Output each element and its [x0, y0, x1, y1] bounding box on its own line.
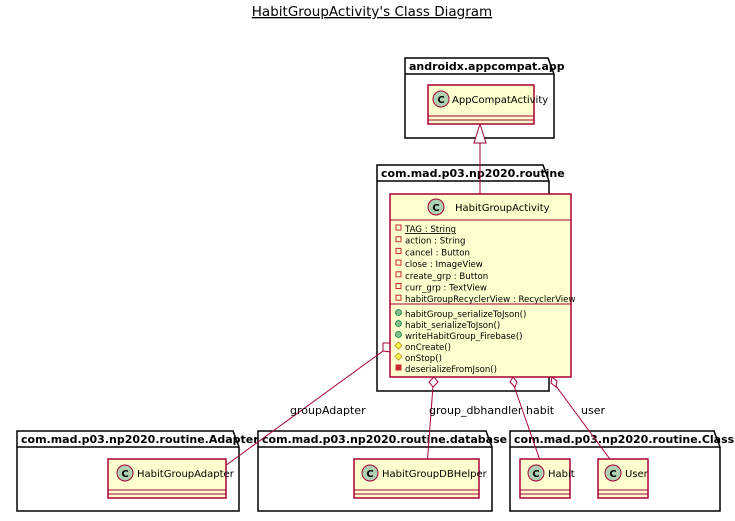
- package-label: androidx.appcompat.app: [409, 60, 565, 73]
- field-text: habitGroupRecyclerView : RecyclerView: [405, 295, 575, 305]
- field-row: habitGroupRecyclerView : RecyclerView: [395, 294, 575, 305]
- class-habit-group-db-helper: C HabitGroupDBHelper: [353, 458, 488, 499]
- class-stereotype: C: [609, 469, 616, 480]
- package-label: com.mad.p03.np2020.routine: [381, 167, 565, 180]
- field-text: curr_grp : TextView: [405, 284, 487, 294]
- private-visibility-icon: [395, 271, 402, 278]
- class-habit-group-adapter: C HabitGroupAdapter: [107, 458, 235, 499]
- class-habit: C Habit: [519, 458, 575, 499]
- class-icon: [527, 464, 545, 482]
- method-row: onStop(): [394, 352, 442, 364]
- protected-visibility-icon: [394, 341, 403, 350]
- private-visibility-icon: [395, 224, 402, 231]
- relation-label: groupAdapter: [290, 404, 366, 417]
- class-name: HabitGroupActivity: [455, 203, 550, 214]
- private-visibility-icon: [395, 259, 402, 266]
- private-visibility-icon: [395, 236, 402, 243]
- field-row: create_grp : Button: [395, 271, 488, 282]
- class-name: User: [625, 469, 649, 480]
- aggregation-edge-user: user: [550, 376, 616, 467]
- class-icon: [361, 464, 379, 482]
- class-stereotype: C: [366, 469, 373, 480]
- public-visibility-icon: [395, 309, 402, 316]
- class-appcompat-activity: C AppCompatActivity: [427, 84, 548, 125]
- method-row: habit_serializeToJson(): [395, 320, 500, 331]
- aggregation-edge-group-adapter: groupAdapter: [224, 342, 392, 467]
- class-methods: habitGroup_serializeToJson()habit_serial…: [394, 309, 526, 375]
- package-label: com.mad.p03.np2020.routine.Adapter: [21, 433, 259, 446]
- aggregation-edge-group-dbhandler: group_dbhandler: [426, 376, 523, 467]
- diagram-title: HabitGroupActivity's Class Diagram: [252, 4, 492, 20]
- method-text: habitGroup_serializeToJson(): [405, 310, 526, 320]
- method-text: habit_serializeToJson(): [405, 321, 500, 331]
- private-visibility-icon: [395, 247, 402, 254]
- package-label: com.mad.p03.np2020.routine.database: [262, 433, 507, 446]
- field-text: create_grp : Button: [405, 272, 488, 282]
- method-row: writeHabitGroup_Firebase(): [395, 331, 523, 342]
- inheritance-edge: [473, 122, 487, 194]
- method-text: onStop(): [405, 354, 442, 364]
- class-name: HabitGroupAdapter: [137, 469, 235, 480]
- method-row: onCreate(): [394, 341, 451, 353]
- package-label: com.mad.p03.np2020.routine.Class: [514, 433, 735, 446]
- field-row: action : String: [395, 236, 465, 247]
- class-icon: [427, 198, 445, 216]
- class-stereotype: C: [432, 203, 439, 214]
- class-stereotype: C: [437, 95, 444, 106]
- class-icon: [604, 464, 622, 482]
- class-name: HabitGroupDBHelper: [382, 469, 488, 480]
- method-text: deserializeFromJson(): [405, 365, 497, 375]
- relation-label: group_dbhandler: [429, 404, 523, 417]
- class-habit-group-activity: C HabitGroupActivity TAG : String action …: [389, 193, 575, 378]
- class-stereotype: C: [532, 469, 539, 480]
- class-icon: [116, 464, 134, 482]
- class-icon: [432, 90, 450, 108]
- field-text: cancel : Button: [405, 248, 470, 258]
- private-visibility-icon: [395, 294, 402, 301]
- method-text: onCreate(): [405, 343, 451, 353]
- field-row: cancel : Button: [395, 247, 470, 258]
- private-visibility-icon: [395, 283, 402, 289]
- field-text: close : ImageView: [405, 260, 483, 270]
- field-row: close : ImageView: [395, 259, 483, 270]
- class-name: Habit: [548, 469, 575, 480]
- method-row: deserializeFromJson(): [395, 364, 497, 375]
- protected-visibility-icon: [394, 352, 403, 361]
- public-visibility-icon: [395, 320, 402, 327]
- aggregation-edge-habit: habit: [509, 376, 555, 467]
- relation-label: habit: [526, 404, 555, 417]
- field-row: curr_grp : TextView: [395, 283, 487, 294]
- method-text: writeHabitGroup_Firebase(): [405, 332, 523, 342]
- class-user: C User: [597, 458, 649, 499]
- class-stereotype: C: [121, 469, 128, 480]
- public-visibility-icon: [395, 331, 402, 338]
- field-text: TAG : String: [404, 225, 456, 235]
- field-text: action : String: [405, 237, 465, 247]
- class-name: AppCompatActivity: [452, 95, 548, 106]
- relation-label: user: [581, 404, 605, 417]
- field-row: TAG : String: [395, 224, 456, 235]
- private-visibility-icon: [395, 364, 402, 371]
- method-row: habitGroup_serializeToJson(): [395, 309, 526, 320]
